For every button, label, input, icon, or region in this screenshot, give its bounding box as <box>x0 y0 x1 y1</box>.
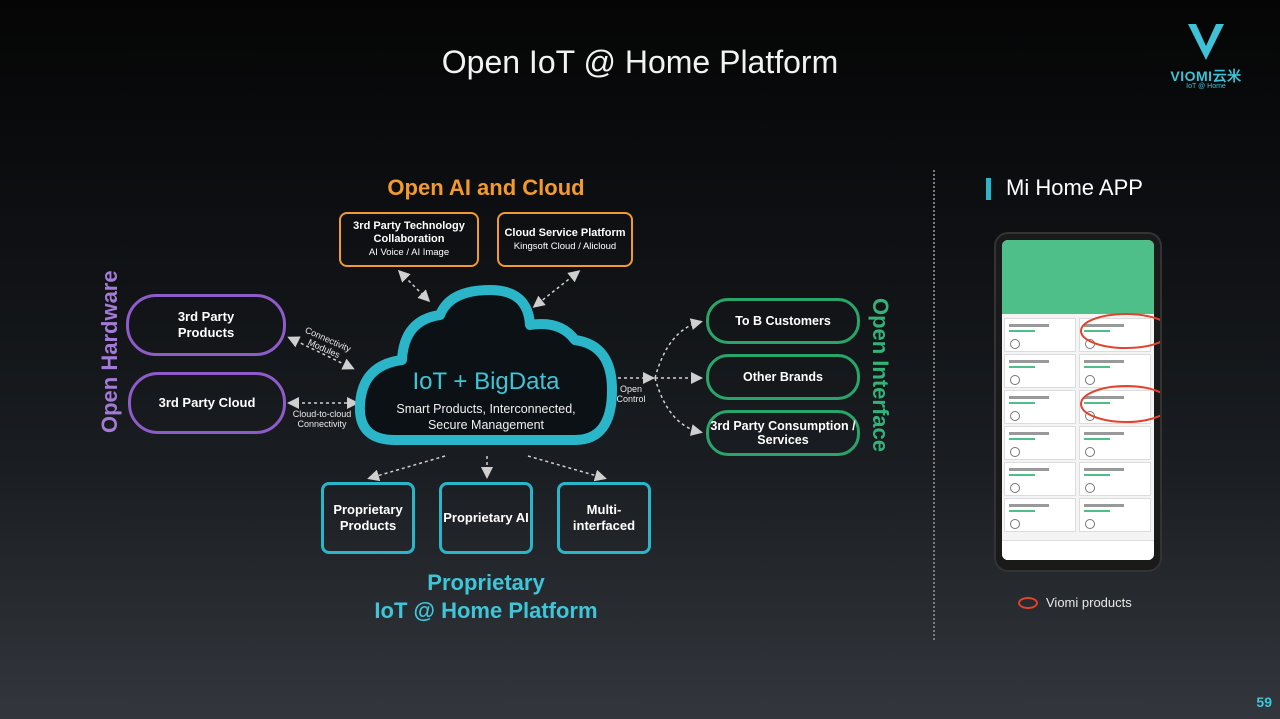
cloud-shape <box>354 285 617 445</box>
third-party-products-box: 3rd Party Products <box>126 294 286 356</box>
multi-interfaced-box: Multi-interfaced <box>557 482 651 554</box>
device-icon <box>1085 519 1095 529</box>
cloud-service-box: Cloud Service Platform Kingsoft Cloud / … <box>497 212 633 267</box>
device-icon <box>1010 519 1020 529</box>
device-icon <box>1085 375 1095 385</box>
proprietary-header-line2: IoT @ Home Platform <box>374 598 598 623</box>
device-card <box>1079 462 1151 496</box>
viomi-logo: VIOMI云米 IoT @ Home <box>1162 20 1250 96</box>
device-card <box>1004 318 1076 352</box>
proprietary-products-box: Proprietary Products <box>321 482 415 554</box>
arrow-service-cloud <box>532 270 581 308</box>
phone-screen <box>1002 240 1154 560</box>
cloud-to-cloud-label: Cloud-to-cloud Connectivity <box>292 409 352 429</box>
legend-oval-icon <box>1018 597 1038 609</box>
cloud-service-sub: Kingsoft Cloud / Alicloud <box>513 240 617 252</box>
device-card <box>1079 390 1151 424</box>
device-icon <box>1010 411 1020 421</box>
legend-text: Viomi products <box>1046 595 1132 610</box>
cloud-title: IoT + BigData <box>412 368 560 395</box>
phone-mockup <box>994 232 1162 572</box>
tech-collab-box: 3rd Party Technology Collaboration AI Vo… <box>339 212 479 267</box>
tech-collab-title: 3rd Party Technology Collaboration <box>353 220 465 245</box>
open-ai-cloud-header: Open AI and Cloud <box>387 175 585 200</box>
logo-sub-text: IoT @ Home <box>1186 83 1226 90</box>
device-row <box>1004 426 1152 462</box>
third-party-cloud-box: 3rd Party Cloud <box>128 372 286 434</box>
cloud-line1: Smart Products, Interconnected, <box>396 402 576 416</box>
open-interface-label: Open Interface <box>868 297 893 453</box>
arrow-to-b <box>654 318 703 379</box>
arrow-multi-interfaced <box>527 455 607 482</box>
device-icon <box>1010 339 1020 349</box>
viomi-highlight-oval-1 <box>1080 313 1160 349</box>
highlight-ovals <box>1080 313 1160 423</box>
device-card <box>1004 390 1076 424</box>
diagram-connectors <box>287 269 703 482</box>
device-card <box>1079 426 1151 460</box>
device-row <box>1004 318 1152 354</box>
to-b-customers-box: To B Customers <box>706 298 860 344</box>
device-icon <box>1085 483 1095 493</box>
arrow-proprietary-products <box>367 455 446 482</box>
proprietary-header-line1: Proprietary <box>427 570 545 595</box>
arrow-3rd-consumption <box>654 377 703 436</box>
section-divider <box>933 170 935 640</box>
device-card <box>1004 498 1076 532</box>
cloud-line2: Secure Management <box>427 418 545 432</box>
device-icon <box>1085 447 1095 457</box>
page-number: 59 <box>1256 694 1272 710</box>
open-control-label: Open Control <box>616 384 646 404</box>
mi-home-title: Mi Home APP <box>1006 175 1143 200</box>
device-icon <box>1010 447 1020 457</box>
device-row <box>1004 354 1152 390</box>
device-card <box>1004 426 1076 460</box>
arrow-tech-cloud <box>397 269 431 303</box>
device-card <box>1004 354 1076 388</box>
viomi-v-logo-icon <box>1188 24 1224 60</box>
proprietary-ai-box: Proprietary AI <box>439 482 533 554</box>
page-title: Open IoT @ Home Platform <box>441 44 839 80</box>
device-card <box>1079 498 1151 532</box>
device-icon <box>1010 483 1020 493</box>
open-hardware-label: Open Hardware <box>97 270 122 433</box>
app-bottom-nav <box>1002 540 1154 560</box>
mi-home-accent-bar <box>986 178 991 200</box>
app-header <box>1002 240 1154 314</box>
device-row <box>1004 390 1152 426</box>
viomi-highlight-oval-2 <box>1080 385 1160 423</box>
other-brands-box: Other Brands <box>706 354 860 400</box>
third-party-consumption-box: 3rd Party Consumption / Services <box>706 410 860 456</box>
device-row <box>1004 498 1152 534</box>
cloud-service-title: Cloud Service Platform <box>504 226 626 239</box>
tech-collab-sub: AI Voice / AI Image <box>368 247 450 258</box>
device-row <box>1004 462 1152 498</box>
device-icon <box>1010 375 1020 385</box>
logo-brand-text: VIOMI云米 <box>1170 68 1242 84</box>
device-card <box>1004 462 1076 496</box>
